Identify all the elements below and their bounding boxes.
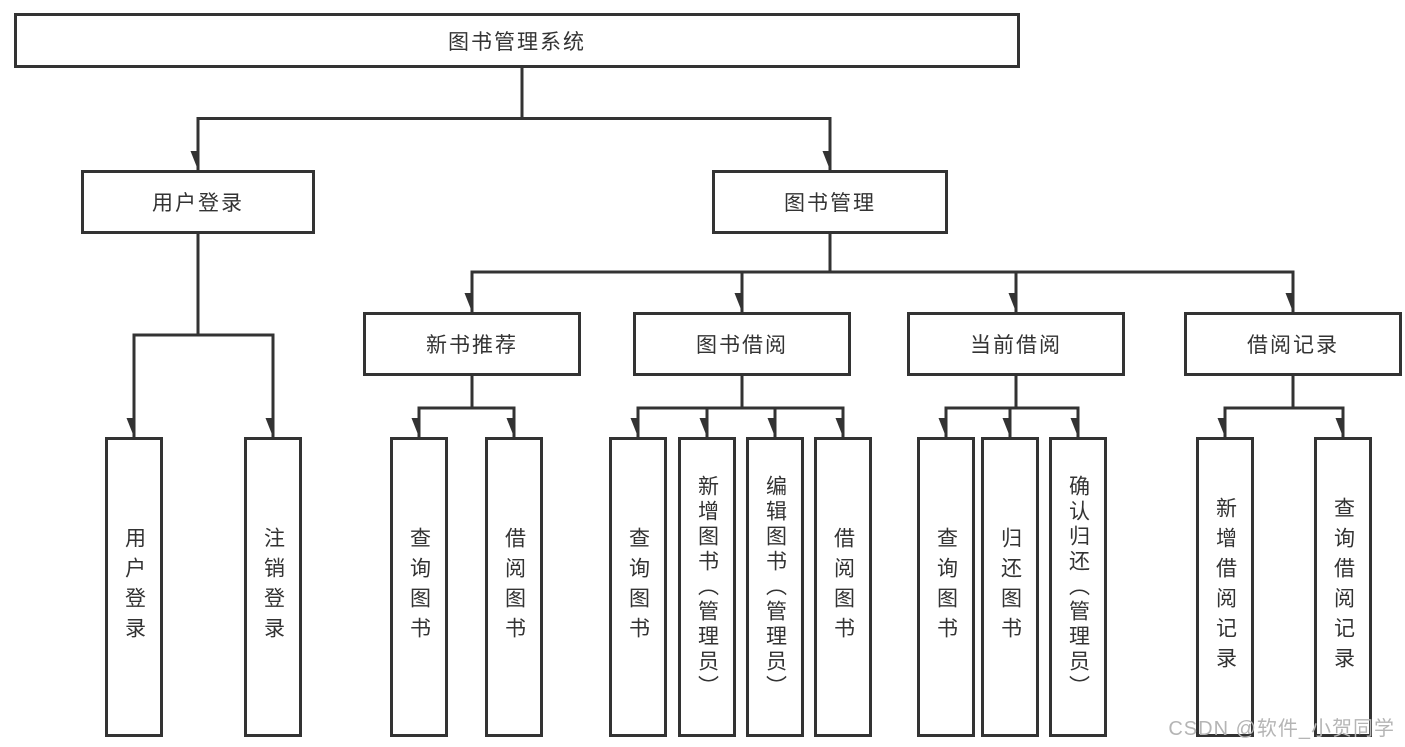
leaf-borrow-books-2: 借阅图书 [814,437,872,737]
leaf-label: 查询图书 [934,527,958,647]
csdn-watermark: CSDN @软件_小贺同学 [1168,718,1395,740]
leaf-label: 新增图书（管理员） [695,474,719,700]
leaf-query-books-2: 查询图书 [609,437,667,737]
node-book-management: 图书管理 [712,170,948,234]
node-current-borrow: 当前借阅 [907,312,1125,376]
leaf-query-borrow-record: 查询借阅记录 [1314,437,1372,737]
leaf-borrow-books-1: 借阅图书 [485,437,543,737]
leaf-query-books-1: 查询图书 [390,437,448,737]
leaf-label: 确认归还（管理员） [1066,474,1090,700]
leaf-return-books: 归还图书 [981,437,1039,737]
leaf-add-book-admin: 新增图书（管理员） [678,437,736,737]
leaf-query-books-3: 查询图书 [917,437,975,737]
leaf-label: 编辑图书（管理员） [763,474,787,700]
leaf-label: 借阅图书 [502,527,526,647]
leaf-label: 新增借阅记录 [1213,497,1237,677]
node-book-borrow: 图书借阅 [633,312,851,376]
node-new-book-recommend: 新书推荐 [363,312,581,376]
leaf-label: 查询图书 [626,527,650,647]
leaf-edit-book-admin: 编辑图书（管理员） [746,437,804,737]
leaf-label: 注销登录 [261,527,285,647]
leaf-label: 查询图书 [407,527,431,647]
node-user-login: 用户登录 [81,170,315,234]
leaf-logout: 注销登录 [244,437,302,737]
node-borrow-records: 借阅记录 [1184,312,1402,376]
leaf-add-borrow-record: 新增借阅记录 [1196,437,1254,737]
leaf-user-login: 用户登录 [105,437,163,737]
leaf-label: 借阅图书 [831,527,855,647]
node-system-root: 图书管理系统 [14,13,1020,68]
leaf-confirm-return-admin: 确认归还（管理员） [1049,437,1107,737]
leaf-label: 归还图书 [998,527,1022,647]
leaf-label: 用户登录 [122,527,146,647]
leaf-label: 查询借阅记录 [1331,497,1355,677]
